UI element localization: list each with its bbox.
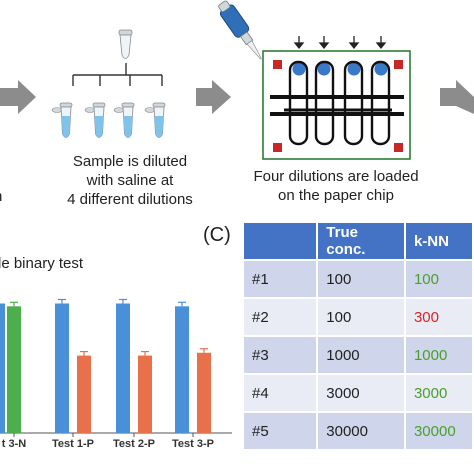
- dilution-tubes-icon: [51, 102, 166, 138]
- loading-caption-line-1: Four dilutions are loaded: [253, 168, 419, 185]
- loading-caption-line-2: on the paper chip: [278, 187, 394, 204]
- knn-cell: 3000: [405, 375, 472, 411]
- loading-caption: Four dilutions are loaded on the paper c…: [228, 167, 444, 205]
- row-id-cell: #2: [244, 299, 317, 335]
- true-conc-cell: 3000: [318, 375, 404, 411]
- header-cell-knn: k-NN: [405, 223, 472, 259]
- paper-chip-icon: [262, 50, 411, 160]
- bar-0-1: [7, 306, 21, 433]
- header-cell-id: [244, 223, 317, 259]
- knn-cell: 1000: [405, 337, 472, 373]
- bar-3-2: [197, 352, 211, 433]
- binary-test-chart: t 3-N Test 1-P Test 2-P Test 3-P: [0, 298, 232, 450]
- bar-1-2: [77, 355, 91, 433]
- cut-caption-fragment: n: [0, 188, 2, 205]
- source-tube-icon: [118, 29, 133, 59]
- dilution-tree: [72, 63, 163, 86]
- bar-cut-blue: [0, 303, 5, 433]
- panel-c-label: (C): [203, 224, 231, 246]
- knn-cell: 300: [405, 299, 472, 335]
- dilution-caption-line-1: Sample is diluted: [72, 153, 188, 170]
- process-arrow-1: [0, 80, 36, 114]
- loading-arrows: [293, 36, 387, 50]
- bar-1-0: [55, 303, 69, 433]
- row-id-cell: #1: [244, 261, 317, 297]
- dilution-caption: Sample is diluted with saline at 4 diffe…: [35, 152, 225, 209]
- row-id-cell: #5: [244, 413, 317, 449]
- panel-a-graphics: [0, 0, 474, 160]
- dilution-caption-line-2: with saline at: [86, 172, 174, 189]
- knn-cell: 30000: [405, 413, 472, 449]
- x-tick-label: Test 2-P: [113, 438, 155, 450]
- pipette-icon: [218, 0, 262, 60]
- chart-title: le binary test: [0, 255, 84, 272]
- bar-2-2: [138, 355, 152, 433]
- row-id-cell: #4: [244, 375, 317, 411]
- knn-cell: 100: [405, 261, 472, 297]
- true-conc-cell: 100: [318, 299, 404, 335]
- process-arrow-2: [196, 80, 231, 114]
- dilution-caption-line-3: 4 different dilutions: [67, 191, 193, 208]
- x-tick-label: Test 3-P: [172, 438, 214, 450]
- process-arrow-3: [440, 80, 474, 114]
- bar-3-0: [175, 306, 189, 433]
- bar-2-0: [116, 303, 130, 433]
- true-conc-cell: 1000: [318, 337, 404, 373]
- row-id-cell: #3: [244, 337, 317, 373]
- x-tick-label: Test 1-P: [52, 438, 94, 450]
- x-tick-label: t 3-N: [2, 438, 27, 450]
- true-conc-cell: 100: [318, 261, 404, 297]
- true-conc-cell: 30000: [318, 413, 404, 449]
